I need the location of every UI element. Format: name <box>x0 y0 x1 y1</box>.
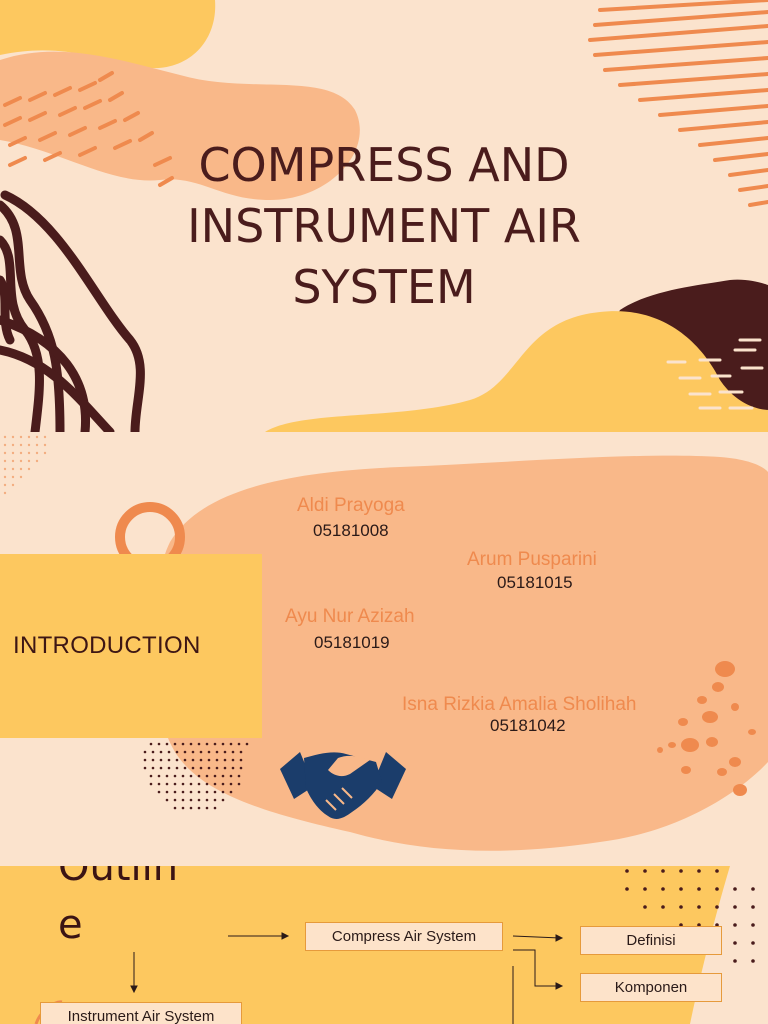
member-name: Aldi Prayoga <box>297 495 405 516</box>
member-name: Isna Rizkia Amalia Sholihah <box>402 694 637 715</box>
title-line-1: COMPRESS AND <box>198 138 570 192</box>
salmon-blob-top <box>0 51 360 200</box>
presentation-title: COMPRESS AND INSTRUMENT AIR SYSTEM <box>0 135 768 318</box>
orange-dashes-left <box>3 71 174 187</box>
orange-confetti-right <box>657 661 756 796</box>
compress-air-system-box: Compress Air System <box>305 922 503 951</box>
member-id: 05181019 <box>314 633 390 652</box>
member-id: 05181015 <box>497 573 573 592</box>
outline-title-part-2: e <box>58 902 83 948</box>
title-line-3: SYSTEM <box>292 260 476 314</box>
orange-stripes-top-right <box>588 0 768 207</box>
dot-pattern-outline <box>625 869 755 963</box>
introduction-box <box>0 554 262 738</box>
komponen-box: Komponen <box>580 973 722 1002</box>
member-id: 05181008 <box>313 521 389 540</box>
introduction-label: INTRODUCTION <box>13 632 201 659</box>
yellow-hill <box>265 311 768 432</box>
outline-connectors <box>34 932 564 1024</box>
outline-title: Outlin e <box>58 866 178 954</box>
instrument-air-system-box: Instrument Air System <box>40 1002 242 1024</box>
salmon-blob-large <box>151 455 768 851</box>
title-slide-decoration <box>0 0 768 432</box>
member-id: 05181042 <box>490 716 566 735</box>
cream-dashes-right <box>666 338 764 410</box>
title-slide: COMPRESS AND INSTRUMENT AIR SYSTEM <box>0 0 768 432</box>
introduction-slide: INTRODUCTION Aldi Prayoga 05181008 Arum … <box>0 432 768 866</box>
outline-slide: Outlin e Compress Air System Definisi Ko… <box>0 866 768 1024</box>
handshake-icon <box>280 752 406 819</box>
member-name: Arum Pusparini <box>467 549 597 570</box>
outline-title-part-1: Outlin <box>58 866 179 890</box>
member-name: Ayu Nur Azizah <box>285 606 415 627</box>
title-line-2: INSTRUMENT AIR <box>187 199 581 253</box>
definisi-box: Definisi <box>580 926 722 955</box>
yellow-blob-top-left <box>0 0 216 69</box>
maroon-waves-left <box>0 190 145 432</box>
dot-pattern-top-left <box>3 435 47 495</box>
